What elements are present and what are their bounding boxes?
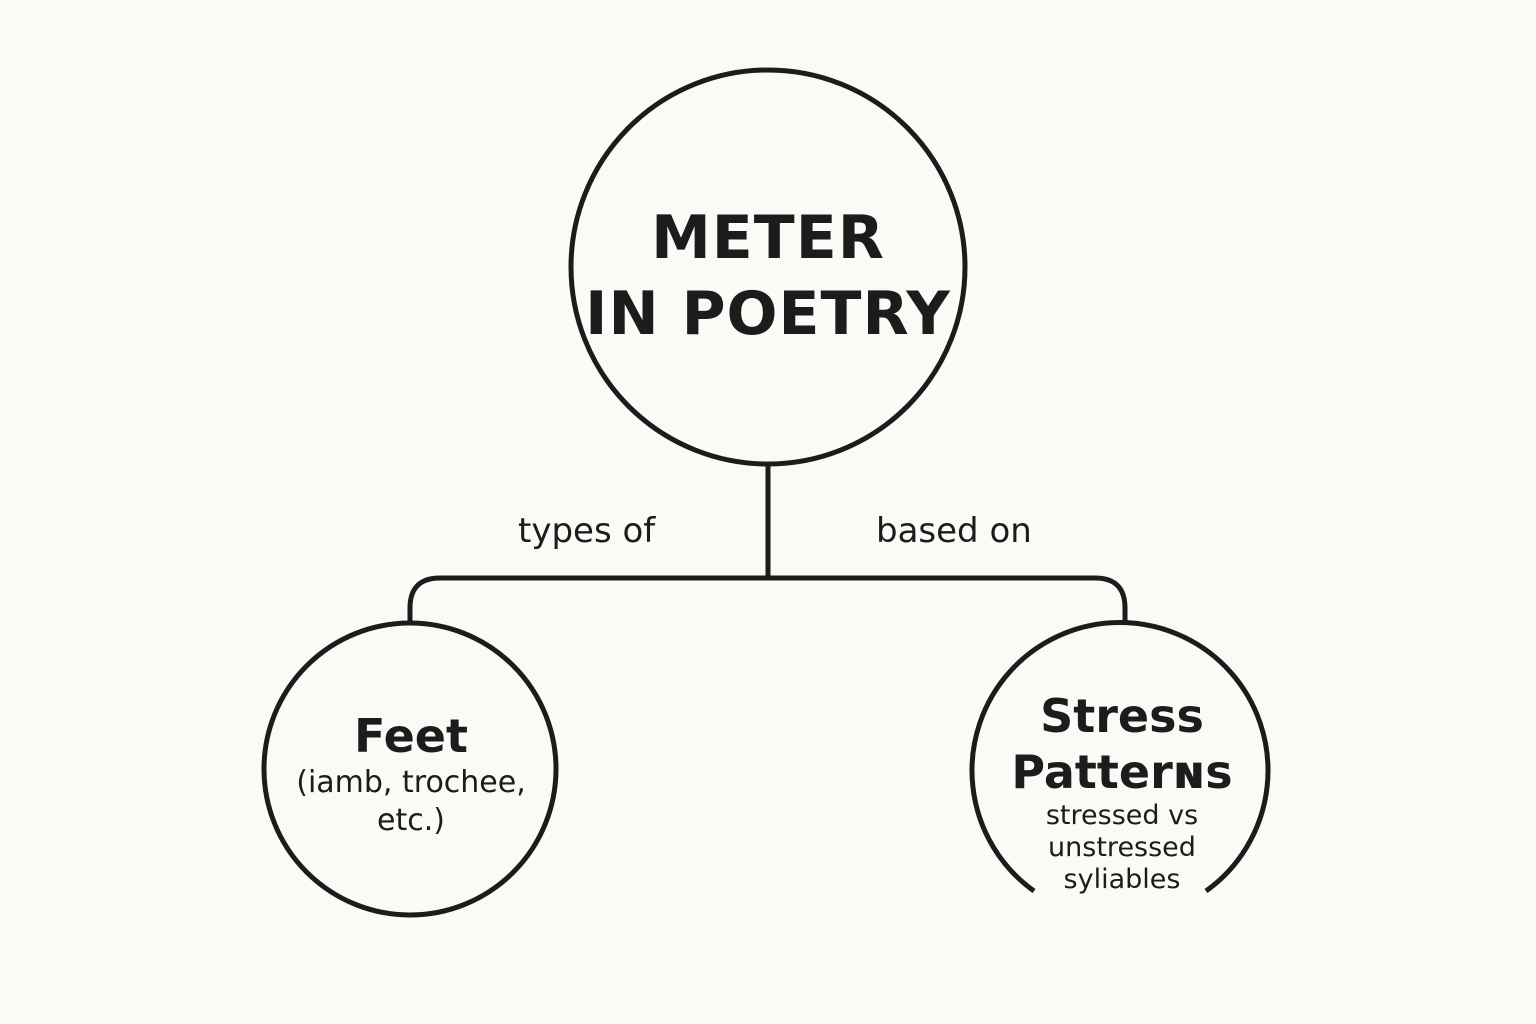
stress-title-line1: Stress (1040, 689, 1204, 743)
stress-node-circle (969, 620, 1271, 894)
feet-node-label: Feet (iamb, trochee, etc.) (296, 708, 526, 840)
feet-desc-line1: (iamb, trochee, (296, 765, 526, 800)
feet-desc-line2: etc.) (377, 803, 445, 838)
feet-title: Feet (354, 709, 468, 763)
stress-desc-line2: unstressed (1048, 832, 1196, 863)
stress-title-line2: Patterɴs (1011, 745, 1233, 799)
edge-label-based-on: based on (876, 511, 1032, 551)
feet-node-circle (261, 620, 559, 918)
root-title-line2: IN POETRY (585, 279, 951, 349)
stress-node-label: Stress Patterɴs stressed vs unstressed s… (1011, 688, 1232, 896)
stress-desc-line1: stressed vs (1045, 800, 1199, 831)
edge-label-types-of: types of (518, 511, 656, 551)
branch-connector (407, 575, 1128, 625)
root-node-label: METER IN POETRY (585, 200, 951, 352)
root-title-line1: METER (651, 203, 885, 273)
stress-desc-line3: syliables (1063, 864, 1181, 895)
